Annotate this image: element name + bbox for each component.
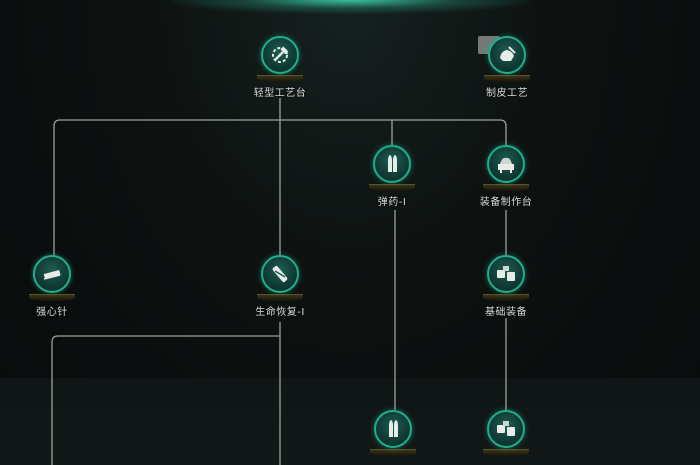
- link-health-left: [51, 335, 280, 465]
- node-label: 生命恢复-I: [255, 307, 305, 318]
- tree-node-partial-ammo[interactable]: [333, 410, 453, 458]
- node-label: 基础装备: [485, 307, 527, 318]
- node-pedestal: [483, 184, 529, 191]
- node-label: 轻型工艺台: [253, 88, 307, 99]
- tree-node-leather-craft[interactable]: 制皮工艺: [447, 36, 567, 99]
- node-pedestal: [483, 449, 529, 456]
- node-label: 强心针: [36, 307, 68, 318]
- basic-gear-icon: [487, 410, 525, 448]
- node-pedestal: [370, 449, 416, 456]
- bottom-panel-band: [0, 378, 700, 465]
- node-pedestal: [369, 184, 415, 191]
- node-pedestal: [257, 75, 303, 82]
- tree-node-light-workbench[interactable]: 轻型工艺台: [220, 36, 340, 99]
- tree-node-health-recovery-1[interactable]: 生命恢复-I: [220, 255, 340, 318]
- leather-tools-icon: [488, 36, 526, 74]
- tree-node-partial-equipment[interactable]: [446, 410, 566, 458]
- node-label: 弹药-I: [377, 197, 407, 208]
- node-pedestal: [484, 75, 530, 82]
- tree-node-equipment-workbench[interactable]: 装备制作台: [446, 145, 566, 208]
- node-label: 装备制作台: [479, 197, 533, 208]
- ammo-icon: [374, 410, 412, 448]
- node-pedestal: [483, 294, 529, 301]
- node-pedestal: [257, 294, 303, 301]
- basic-gear-icon: [487, 255, 525, 293]
- equipment-bench-icon: [487, 145, 525, 183]
- top-glow: [170, 0, 530, 14]
- tree-node-cardiac-stimulant[interactable]: 强心针: [0, 255, 112, 318]
- ammo-icon: [373, 145, 411, 183]
- node-label: 制皮工艺: [486, 88, 528, 99]
- node-pedestal: [29, 294, 75, 301]
- tree-node-basic-equipment[interactable]: 基础装备: [446, 255, 566, 318]
- medical-injector-icon: [261, 255, 299, 293]
- syringe-icon: [33, 255, 71, 293]
- hammer-gear-icon: [261, 36, 299, 74]
- tree-node-ammo-1[interactable]: 弹药-I: [332, 145, 452, 208]
